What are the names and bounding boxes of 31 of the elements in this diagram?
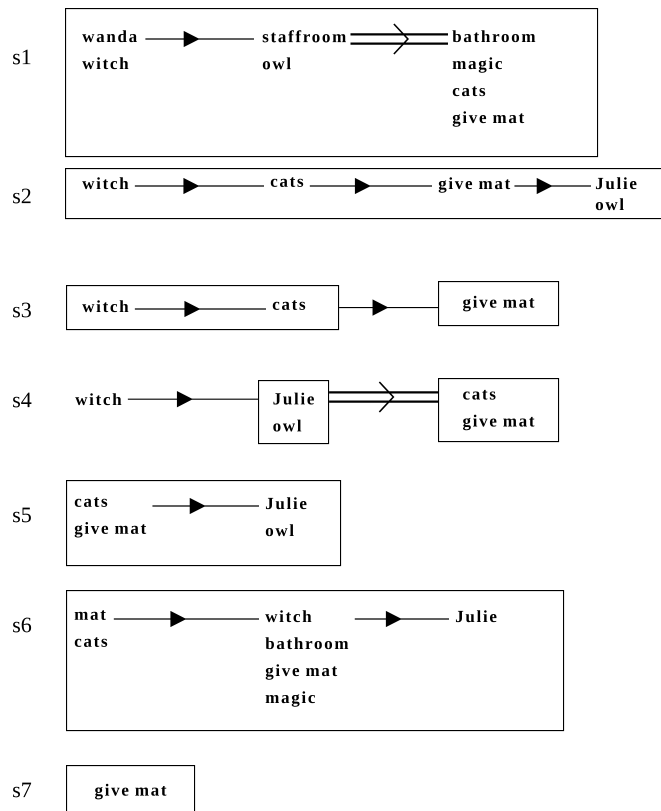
word-list: cats give mat [74,497,146,538]
frame-box [66,480,342,566]
word-list: wanda witch [82,30,137,70]
row-label: s4 [13,392,32,408]
word-box: Julie owl [258,380,330,444]
word-box: give mat [66,765,196,811]
word-list: staffroom owl [262,30,346,70]
word-box: cats give mat [438,378,560,442]
frame-box [66,285,340,330]
word-list: cats [272,300,306,310]
word-list: witch [75,393,122,406]
word-list: Julie owl [596,177,636,210]
word-list: witch [82,177,128,190]
frame-box [65,168,661,220]
row-label: s1 [13,50,30,64]
frame-box [66,590,564,732]
row-label: s3 [13,302,31,318]
row-label: s7 [13,782,32,798]
word-list: Julie owl [266,497,306,536]
row-label: s6 [13,618,32,632]
word-list: mat cats [74,610,108,647]
word-list: give mat [438,177,510,193]
word-list: cats [270,177,304,187]
word-list: witch [82,300,128,312]
row-label: s2 [13,188,31,204]
word-list: bathroom magic cats give mat [452,30,536,127]
frame-box [65,8,598,158]
word-box: give mat [438,281,560,326]
word-list: Julie [456,610,496,622]
word-list: witch bathroom give mat magic [265,610,348,707]
row-label: s5 [13,508,31,522]
